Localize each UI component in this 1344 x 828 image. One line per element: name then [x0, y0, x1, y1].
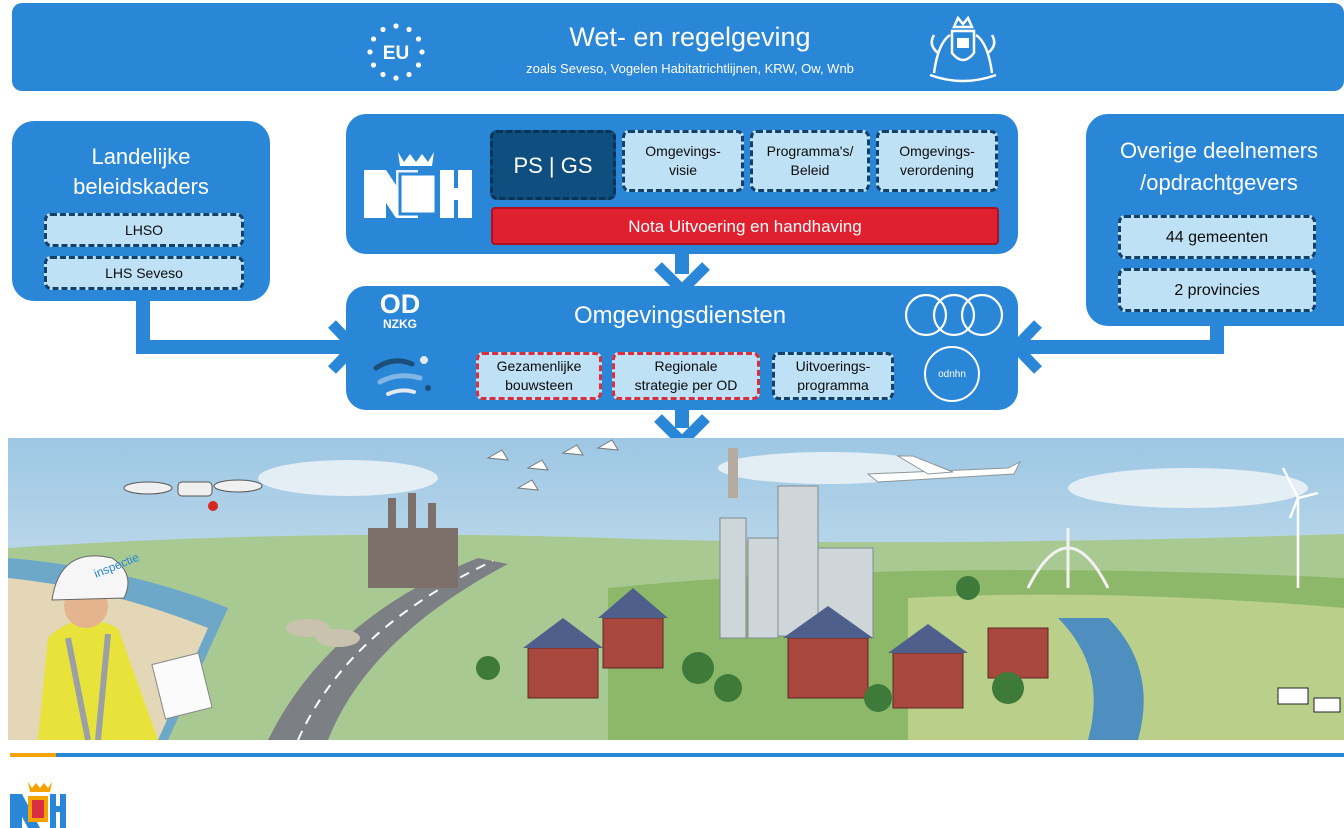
uitvoeringsprogramma-line2: programma: [797, 377, 869, 393]
omgevingsverordening-line2: verordening: [900, 162, 974, 178]
omgevingsvisie-line1: Omgevings-: [645, 143, 721, 159]
od-nzkg-logo: OD NZKG: [360, 290, 440, 340]
top-title: Wet- en regelgeving: [569, 22, 811, 52]
omgevingsvisie-box: Omgevings- visie: [622, 130, 744, 192]
royal-coat-of-arms-icon: [929, 15, 997, 83]
od-logo-text: OD: [379, 289, 421, 319]
gezamenlijke-bouwsteen-box: Gezamenlijke bouwsteen: [476, 352, 602, 400]
nota-bar: Nota Uitvoering en handhaving: [491, 207, 999, 245]
chevron-right-icon: [328, 320, 360, 374]
regionale-strategie-line2: strategie per OD: [634, 377, 738, 393]
top-banner: [12, 3, 1344, 91]
regionale-strategie-line1: Regionale: [654, 358, 718, 374]
programmas-beleid-line1: Programma's/: [766, 143, 854, 159]
list-item-44-gemeenten: 44 gemeenten: [1118, 215, 1316, 259]
eu-flag-icon: EU: [367, 23, 425, 81]
chevron-down-icon: [654, 262, 710, 294]
nzkg-logo-text: NZKG: [383, 317, 417, 331]
odnhn-logo-text: odnhn: [938, 368, 966, 380]
list-item-lhs-seveso: LHS Seveso: [44, 256, 244, 290]
programmas-beleid-box: Programma's/ Beleid: [750, 130, 870, 192]
od-nzkg-swirl-icon: [373, 356, 431, 396]
arrow-left-horizontal: [136, 340, 358, 354]
eu-logo-text: EU: [383, 43, 409, 64]
arrow-od-to-scene-shaft: [675, 410, 689, 428]
programmas-beleid-line2: Beleid: [790, 162, 830, 178]
footer-divider-blue: [56, 753, 1344, 757]
arrow-province-to-od-shaft: [675, 254, 689, 274]
list-item-2-provincies: 2 provincies: [1118, 268, 1316, 312]
odnhn-logo: odnhn: [924, 346, 980, 402]
three-rings-icon: [904, 293, 1004, 337]
footer-divider-orange: [10, 753, 56, 757]
arrow-left-vertical: [136, 300, 150, 352]
omgevingsvisie-line2: visie: [668, 162, 697, 178]
top-subtitle: zoals Seveso, Vogelen Habitatrichtlijnen…: [526, 61, 854, 76]
uitvoeringsprogramma-box: Uitvoerings- programma: [772, 352, 894, 400]
noord-holland-logo-icon: [364, 152, 472, 218]
od-title: Omgevingsdiensten: [573, 302, 787, 329]
omgevingsverordening-box: Omgevings- verordening: [876, 130, 998, 192]
list-item-lhso: LHSO: [44, 213, 244, 247]
uitvoeringsprogramma-line1: Uitvoerings-: [795, 358, 871, 374]
right-title-line1: Overige deelnemers: [1119, 138, 1319, 163]
noord-holland-footer-logo-icon: [10, 782, 66, 828]
left-title-line2: beleidskaders: [73, 174, 209, 199]
right-title-line2: /opdrachtgevers: [1140, 170, 1298, 195]
omgevingsverordening-line1: Omgevings-: [899, 143, 975, 159]
ps-gs-box: PS | GS: [490, 130, 616, 200]
regionale-strategie-box: Regionale strategie per OD: [612, 352, 760, 400]
gezamenlijke-bouwsteen-line1: Gezamenlijke: [496, 358, 582, 374]
gezamenlijke-bouwsteen-line2: bouwsteen: [505, 377, 573, 393]
landscape-illustration: inspectie: [8, 438, 1344, 740]
left-title-line1: Landelijke: [91, 144, 191, 169]
chevron-left-icon: [1010, 320, 1042, 374]
arrow-right-horizontal: [1014, 340, 1224, 354]
